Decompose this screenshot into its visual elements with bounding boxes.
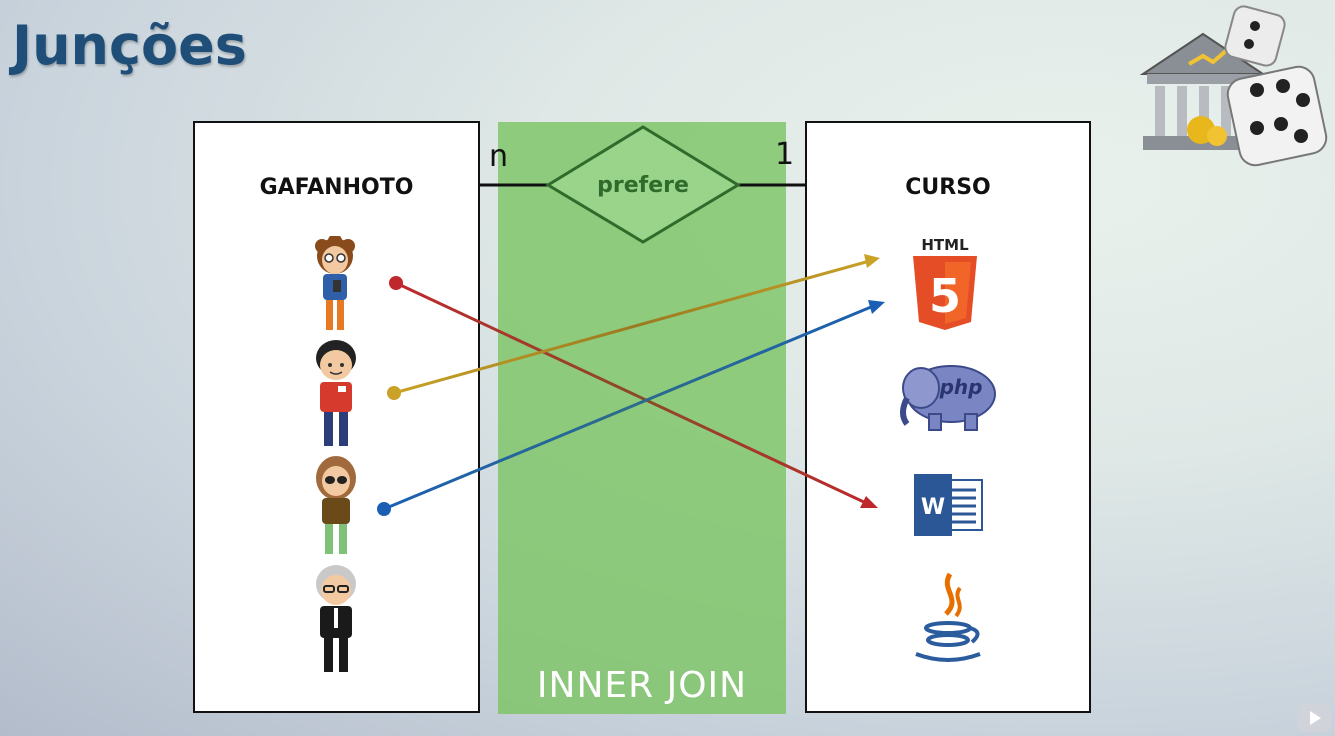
play-icon[interactable]: [1297, 704, 1331, 732]
bank-dice-logo: [1139, 5, 1328, 167]
php-label: php: [939, 375, 983, 399]
word-letter: W: [921, 495, 945, 520]
html5-icon: HTML 5: [913, 236, 977, 330]
arrow-red: [389, 276, 878, 508]
person-woman-icon: [316, 456, 356, 554]
relationship-label: prefere: [597, 173, 689, 198]
arrow-gold: [387, 254, 880, 400]
word-icon: W: [914, 474, 983, 536]
cardinality-n: n: [489, 139, 509, 174]
java-icon: [915, 572, 981, 662]
person-gray-hair-icon: [316, 565, 356, 672]
arrow-blue: [377, 300, 885, 516]
html5-label: HTML: [921, 236, 969, 254]
html5-digit: 5: [929, 269, 961, 323]
slide-title: Junções: [12, 14, 247, 77]
entity-name-curso: CURSO: [905, 175, 991, 200]
relationship-diamond: [545, 125, 741, 244]
cardinality-1: 1: [775, 137, 795, 172]
person-curly-hair-icon: [315, 236, 355, 330]
entity-name-gafanhoto: GAFANHOTO: [259, 175, 414, 200]
person-black-hair-icon: [316, 340, 356, 446]
inner-join-label: INNER JOIN: [536, 665, 748, 706]
php-elephant-icon: php: [900, 365, 996, 431]
